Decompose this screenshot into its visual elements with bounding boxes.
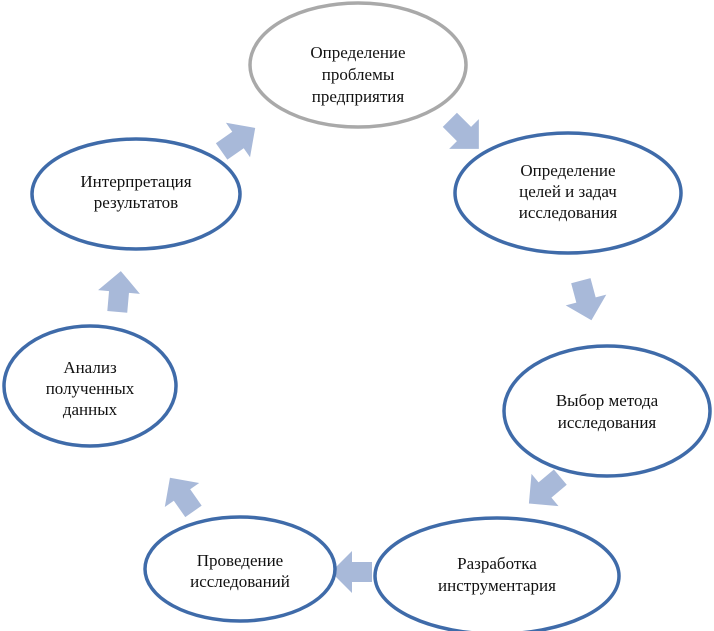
arrow-2-to-3 xyxy=(560,275,612,326)
arrow-6-to-7 xyxy=(96,269,142,314)
arrow-5-to-6 xyxy=(152,465,211,524)
arrow-4-to-5 xyxy=(331,551,372,593)
